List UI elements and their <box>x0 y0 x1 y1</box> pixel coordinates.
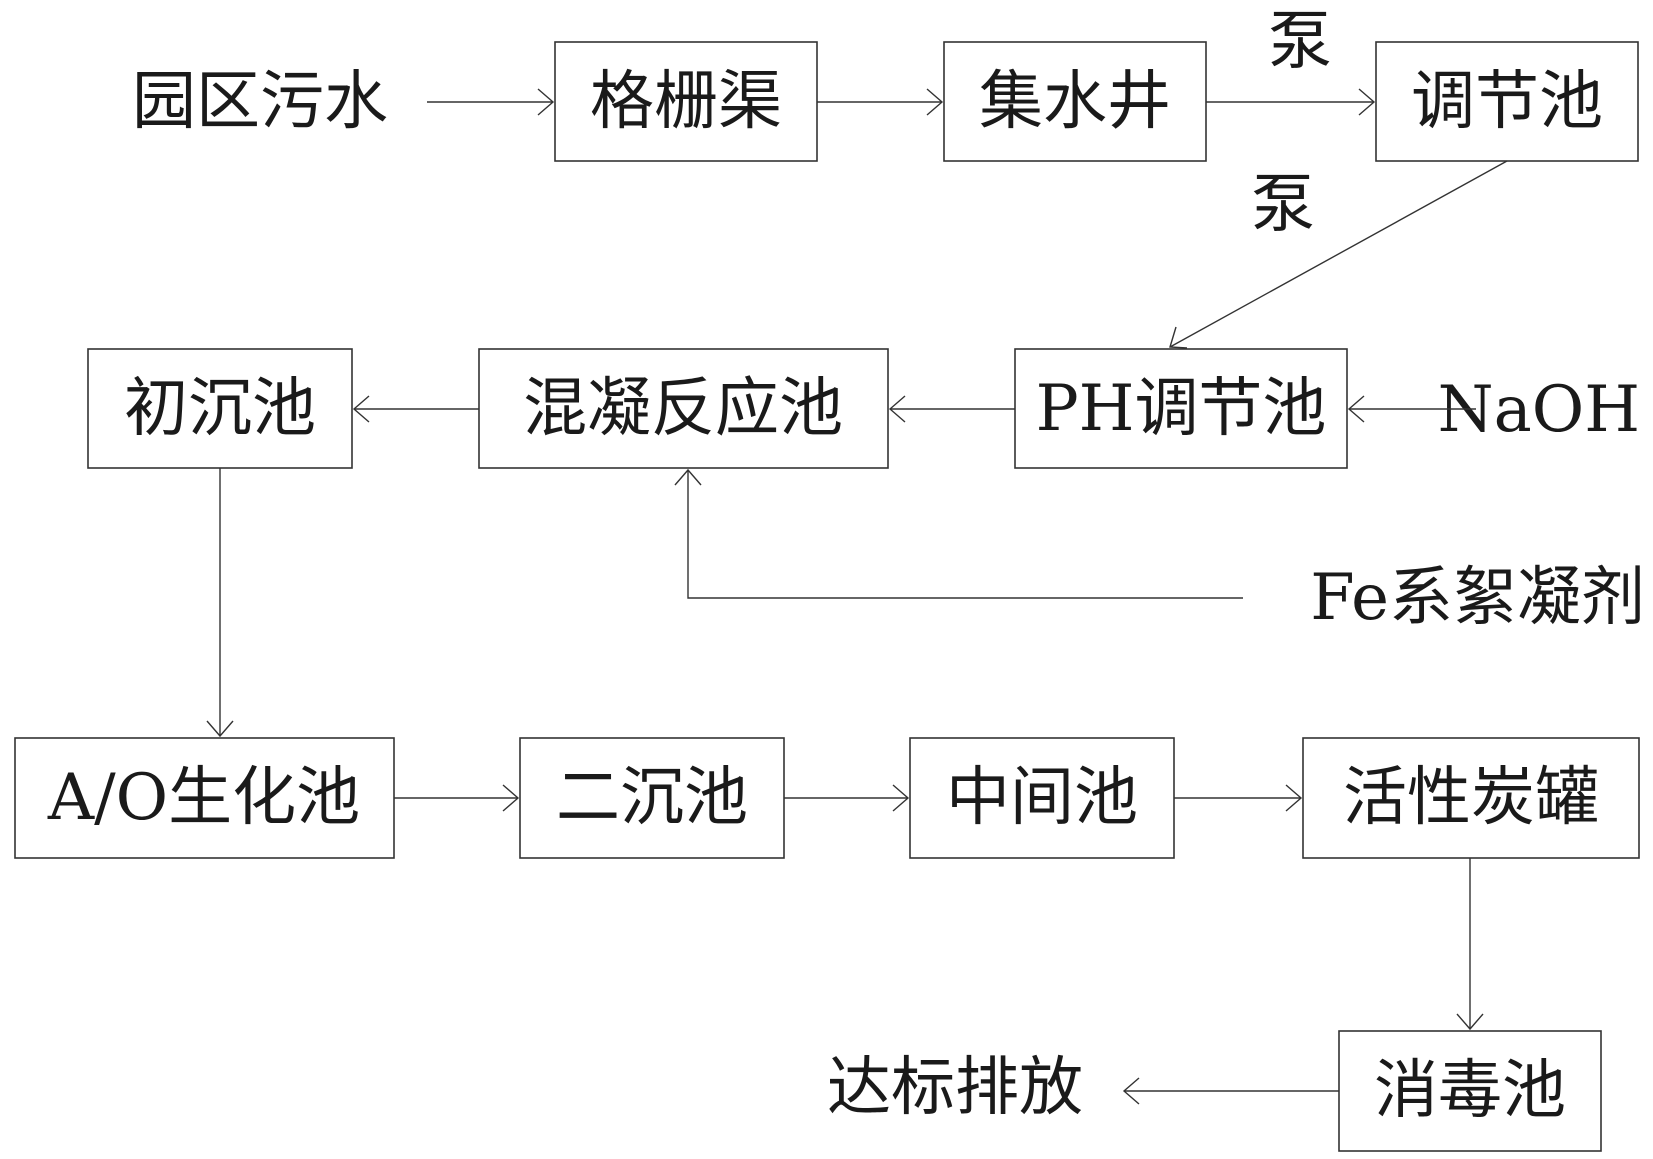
node-label: 混凝反应池 <box>523 372 843 446</box>
node-secondary-settling-tank: 二沉池 <box>519 737 785 859</box>
node-coagulation-tank: 混凝反应池 <box>478 348 889 469</box>
node-sump-well: 集水井 <box>943 41 1207 162</box>
node-ao-bio-tank: A/O生化池 <box>14 737 395 859</box>
output-discharge: 达标排放 <box>827 1051 1083 1125</box>
edge-label-pump: 泵 <box>1268 5 1332 79</box>
node-label: PH调节池 <box>1036 372 1327 446</box>
node-disinfection-tank: 消毒池 <box>1338 1030 1602 1152</box>
arrow-grille-to-sump <box>817 88 944 116</box>
input-park-wastewater: 园区污水 <box>132 65 388 139</box>
input-fe-flocculant: Fe系絮凝剂 <box>1310 561 1645 635</box>
arrow-primary-to-ao <box>206 468 234 738</box>
node-label: 格栅渠 <box>590 65 782 139</box>
edge-label-pump: 泵 <box>1251 168 1315 242</box>
node-label: 集水井 <box>979 65 1171 139</box>
node-grille-channel: 格栅渠 <box>554 41 818 162</box>
arrow-intermediate-to-carbon <box>1174 784 1303 812</box>
arrow-naoh-to-ph <box>1347 395 1476 423</box>
node-label: A/O生化池 <box>47 761 360 835</box>
node-primary-settling-tank: 初沉池 <box>87 348 353 469</box>
arrow-ao-to-secondary <box>394 784 520 812</box>
arrow-carbon-to-disinfection <box>1456 858 1484 1031</box>
input-naoh: NaOH <box>1438 373 1640 447</box>
node-activated-carbon-tank: 活性炭罐 <box>1302 737 1640 859</box>
node-equalization-tank: 调节池 <box>1375 41 1639 162</box>
node-ph-adjustment-tank: PH调节池 <box>1014 348 1348 469</box>
arrow-sump-to-equalization <box>1206 88 1376 116</box>
arrow-secondary-to-intermediate <box>784 784 910 812</box>
node-label: 调节池 <box>1411 65 1603 139</box>
arrow-flocculant-to-coagulation <box>674 468 1243 599</box>
node-label: 中间池 <box>946 761 1138 835</box>
arrow-disinfection-to-discharge <box>1122 1077 1339 1105</box>
node-label: 二沉池 <box>556 761 748 835</box>
node-label: 初沉池 <box>124 372 316 446</box>
arrow-ph-to-coagulation <box>888 395 1015 423</box>
arrow-equalization-to-ph <box>1169 160 1508 349</box>
arrow-wastewater-to-grille <box>427 88 555 116</box>
node-intermediate-tank: 中间池 <box>909 737 1175 859</box>
node-label: 活性炭罐 <box>1343 761 1599 835</box>
arrow-coagulation-to-primary <box>352 395 479 423</box>
node-label: 消毒池 <box>1374 1054 1566 1128</box>
